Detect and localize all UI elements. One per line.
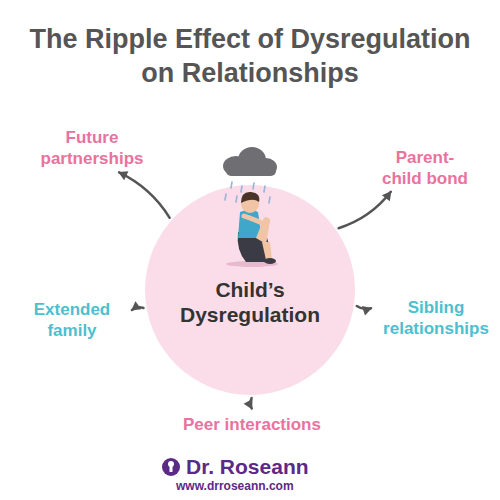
ripple-arrow [250, 398, 251, 409]
ripple-arrow [339, 192, 391, 228]
relationship-label: Extended family [17, 299, 127, 341]
diagram-title: The Ripple Effect of Dysregulation on Re… [25, 22, 475, 90]
relationship-label: Sibling relationships [376, 297, 496, 339]
relationship-label: Future partnerships [30, 127, 155, 169]
ripple-arrow [357, 306, 371, 309]
relationship-text: Extended family [17, 299, 127, 341]
logo-mark [162, 458, 180, 476]
ripple-arrow [132, 307, 144, 310]
relationship-label: Peer interactions [183, 414, 321, 435]
ripple-arrow [119, 172, 170, 217]
relationship-text: Peer interactions [183, 414, 321, 435]
relationship-text: Parent-child bond [378, 147, 473, 189]
relationship-text: Future partnerships [30, 127, 155, 169]
relationship-text: Sibling relationships [376, 297, 496, 339]
center-circle: Child’s Dysregulation [145, 185, 355, 395]
brand-name: Dr. Roseann [186, 455, 309, 478]
brand-url: www.drroseann.com [176, 480, 294, 493]
center-label: Child’s Dysregulation [170, 277, 330, 327]
rain-cloud [223, 147, 277, 176]
relationship-label: Parent-child bond [378, 147, 473, 189]
